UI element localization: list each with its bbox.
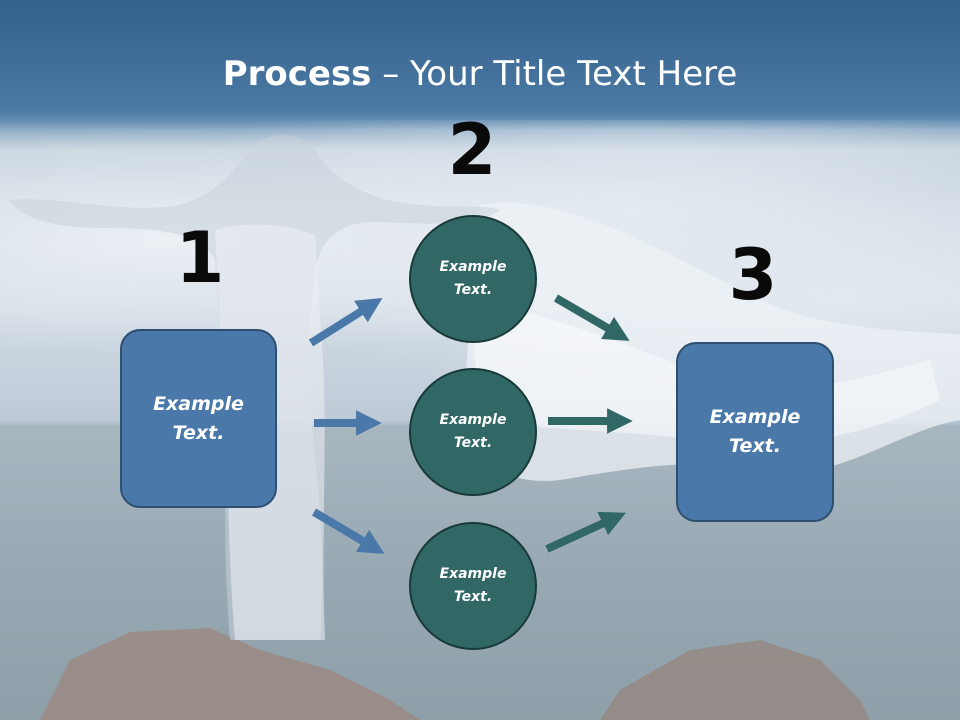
slide-title: Process – Your Title Text Here: [0, 52, 960, 96]
step-number-2: 2: [447, 109, 497, 191]
arrow-bottom-circle-to-box: [545, 511, 626, 553]
right-box-text: Example Text.: [709, 406, 801, 457]
top-process-circle[interactable]: Example Text.: [409, 215, 537, 343]
title-bold: Process: [222, 54, 372, 94]
rock-left: [40, 628, 420, 720]
step-number-3: 3: [728, 234, 778, 316]
step-number-1: 1: [175, 217, 225, 299]
title-bar: [0, 0, 960, 130]
title-rest: – Your Title Text Here: [371, 54, 738, 94]
bottom-circle-text: Example Text.: [439, 566, 507, 605]
flowing-fabric: [460, 202, 960, 481]
right-process-box[interactable]: Example Text.: [676, 342, 834, 522]
top-circle-text: Example Text.: [439, 259, 507, 298]
left-process-box[interactable]: Example Text.: [120, 329, 277, 508]
arrow-top-circle-to-box: [553, 294, 630, 341]
arrow-box-to-top-circle: [308, 297, 383, 347]
middle-circle-text: Example Text.: [439, 412, 507, 451]
middle-process-circle[interactable]: Example Text.: [409, 368, 537, 496]
rock-right: [600, 640, 870, 720]
left-box-text: Example Text.: [153, 392, 244, 444]
bottom-process-circle[interactable]: Example Text.: [409, 522, 537, 650]
arrow-box-to-bottom-circle: [311, 508, 385, 554]
